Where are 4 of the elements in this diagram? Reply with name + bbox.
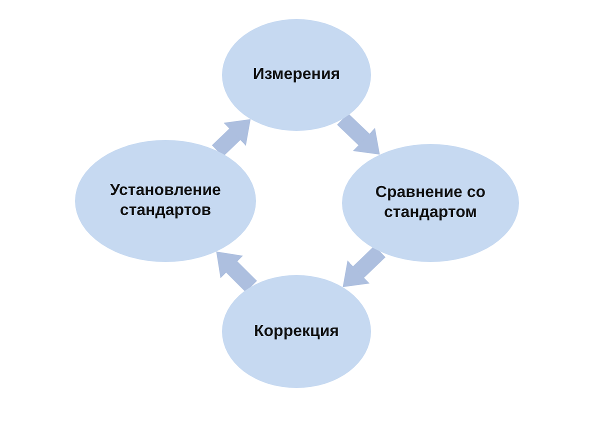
node-label: Измерения — [252, 65, 342, 85]
node-label: Установление стандартов — [109, 181, 222, 221]
node-label: Коррекция — [253, 322, 340, 342]
node-label: Сравнение со стандартом — [374, 183, 487, 223]
